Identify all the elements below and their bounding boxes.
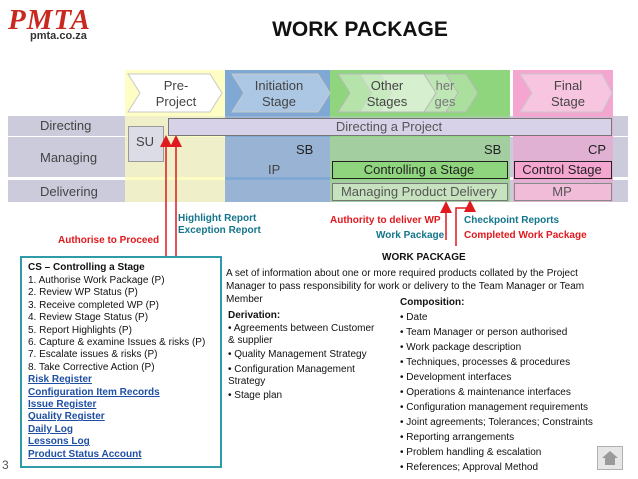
other-stages-ghost-chevron-2 [359, 73, 459, 113]
stage-label-pre-project: Pre- Project [138, 78, 214, 110]
other-line-2: Stages [366, 94, 408, 109]
control-stage-box [514, 161, 612, 179]
authorise-to-proceed-label: Authorise to Proceed [58, 235, 160, 246]
final-line-2: Stage [551, 94, 585, 109]
control-stage-label: Control Stage [522, 162, 602, 177]
slide-number: 3 [2, 458, 9, 472]
authority-to-deliver-label: Authority to deliver WP [330, 215, 441, 226]
logo-brand: PMTA [8, 4, 91, 36]
derivation-item: • Configuration Management Strategy [228, 363, 355, 387]
cs-step: 8. Take Corrective Action (P) [28, 361, 155, 373]
composition-item: • Reporting arrangements [400, 432, 515, 443]
exception-report-label: Exception Report [178, 225, 261, 236]
cs-step: 5. Report Highlights (P) [28, 324, 132, 336]
completed-work-package-label: Completed Work Package [464, 230, 587, 241]
derivation-item: • Agreements between Customer & supplier [228, 323, 375, 347]
mp-box [514, 183, 612, 201]
derivation-item: • Stage plan [228, 390, 283, 402]
cs-panel-heading: CS – Controlling a Stage [28, 262, 145, 273]
cs-steps-list: 1. Authorise Work Package (P) 2. Review … [28, 275, 205, 461]
composition-item: • Operations & maintenance interfaces [400, 387, 571, 398]
daily-log-link[interactable]: Daily Log [28, 423, 74, 435]
other-line-1: Other [370, 78, 404, 93]
sb-initiation-label: SB [296, 142, 314, 157]
cs-step: 3. Receive completed WP (P) [28, 299, 159, 311]
composition-item: • Date [400, 312, 428, 323]
pmta-logo: PMTA pmta.co.za [2, 2, 98, 42]
su-label: SU [136, 134, 155, 149]
row-label-delivering: Delivering [40, 184, 98, 199]
cs-step: 7. Escalate issues & risks (P) [28, 349, 158, 361]
wp-heading: WORK PACKAGE [382, 252, 466, 263]
composition-item: • References; Approval Method [400, 462, 539, 473]
cs-step: 4. Review Stage Status (P) [28, 312, 149, 324]
work-package-label: Work Package [376, 230, 445, 241]
logo-site: pmta.co.za [30, 30, 87, 42]
lessons-log-link[interactable]: Lessons Log [28, 436, 90, 448]
composition-item: • Work package description [400, 342, 522, 353]
pre-project-line-1: Pre- [163, 78, 189, 93]
cs-step: 6. Capture & examine Issues & risks (P) [28, 337, 206, 349]
final-line-1: Final [553, 78, 583, 93]
cp-label: CP [588, 142, 607, 157]
home-nav-icon[interactable] [597, 446, 623, 470]
controlling-stage-box [332, 161, 508, 179]
row-label-directing: Directing [40, 118, 92, 133]
stage-label-other-ghost: her ges [420, 78, 470, 110]
initiation-line-1: Initiation [254, 78, 304, 93]
row-label-managing: Managing [40, 150, 98, 165]
checkpoint-reports-label: Checkpoint Reports [464, 215, 560, 226]
final-stage-chevron [519, 73, 613, 113]
configuration-item-records-link[interactable]: Configuration Item Records [28, 386, 160, 398]
risk-register-link[interactable]: Risk Register [28, 374, 92, 386]
wp-description: A set of information about one or more r… [226, 268, 585, 305]
quality-register-link[interactable]: Quality Register [28, 411, 105, 423]
composition-item: • Development interfaces [400, 372, 512, 383]
composition-title: Composition: [400, 297, 465, 308]
controlling-stage-panel: CS – Controlling a Stage 1. Authorise Wo… [20, 256, 222, 468]
stage-label-final: Final Stage [530, 78, 606, 110]
other-ghost-line-1: her [435, 78, 455, 93]
composition-item: • Joint agreements; Tolerances; Constrai… [400, 417, 593, 428]
other-ghost-line-2: ges [434, 94, 456, 109]
initiation-line-2: Stage [262, 94, 296, 109]
issue-register-link[interactable]: Issue Register [28, 399, 97, 411]
page-title: WORK PACKAGE [272, 18, 448, 41]
composition-item: • Team Manager or person authorised [400, 327, 568, 338]
product-status-account-link[interactable]: Product Status Account [28, 448, 142, 460]
home-icon [602, 451, 618, 465]
cs-step: 2. Review WP Status (P) [28, 287, 138, 299]
other-stages-chevron [337, 73, 437, 113]
composition-item: • Configuration management requirements [400, 402, 589, 413]
controlling-stage-label: Controlling a Stage [363, 162, 475, 177]
derivation-title: Derivation: [228, 310, 281, 321]
managing-delivery-label: Managing Product Delivery [340, 184, 498, 199]
initiation-chevron [231, 73, 331, 113]
managing-delivery-box [332, 183, 508, 201]
cs-step: 1. Authorise Work Package (P) [28, 275, 165, 286]
checkpoint-reports-arrow [455, 200, 476, 246]
composition-item: • Techniques, processes & procedures [400, 357, 571, 368]
stage-label-initiation: Initiation Stage [240, 78, 318, 110]
highlight-report-label: Highlight Report [178, 213, 257, 224]
derivation-item: • Quality Management Strategy [228, 349, 367, 361]
pre-project-chevron [127, 73, 223, 113]
stage-label-other: Other Stages [352, 78, 422, 110]
ip-label: IP [268, 162, 281, 177]
other-stages-ghost-chevron [379, 73, 479, 113]
pre-project-line-2: Project [155, 94, 197, 109]
directing-project-label: Directing a Project [335, 119, 443, 134]
sb-other-label: SB [484, 142, 502, 157]
derivation-list: • Agreements between Customer & supplier… [228, 323, 378, 402]
composition-list: • Date • Team Manager or person authoris… [400, 310, 600, 475]
mp-label: MP [552, 184, 572, 199]
composition-item: • Problem handling & escalation [400, 447, 542, 458]
directing-project-bar [168, 118, 612, 136]
